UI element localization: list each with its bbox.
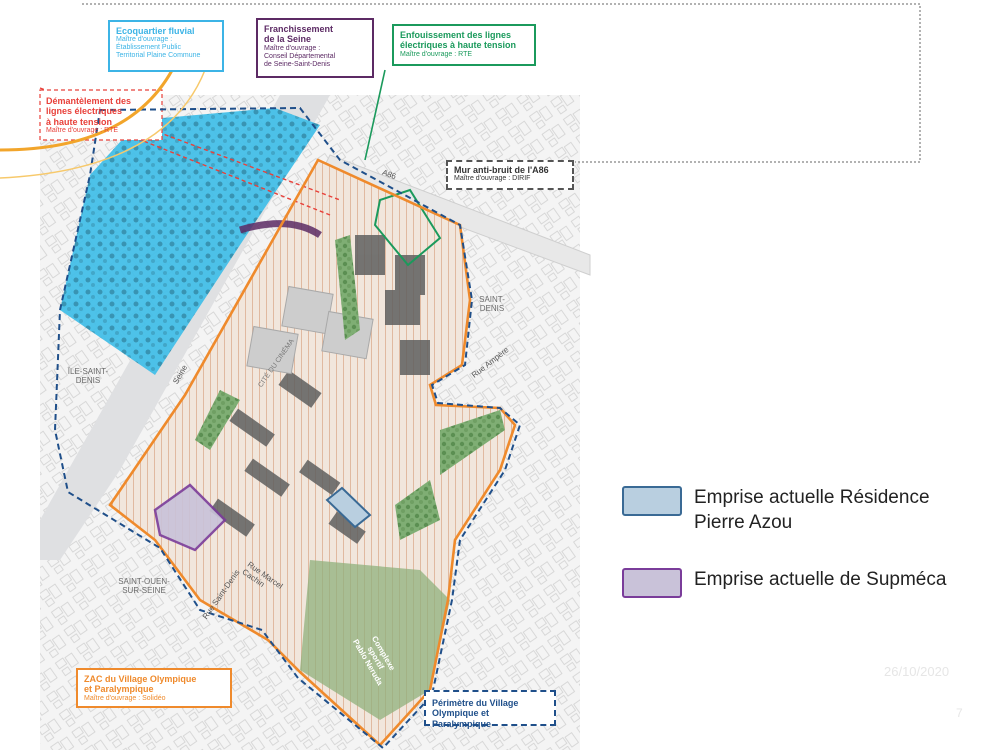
legend-label: Emprise actuelle Résidence Pierre Azou — [694, 487, 930, 533]
cinema-roof — [246, 325, 299, 375]
green-spaces — [195, 235, 505, 540]
cite-du-cinema — [246, 285, 374, 375]
callout-sub: Maître d'ouvrage : RTE — [46, 127, 119, 135]
callout-mur-anti-bruit: Mur anti-bruit de l'A86 Maître d'ouvrage… — [446, 160, 574, 190]
building — [209, 498, 255, 537]
place-saint-ouen: SAINT-OUEN- SUR-SEINE — [118, 577, 170, 595]
building — [229, 408, 275, 447]
callout-title: Enfouissement des lignes électriques à h… — [400, 30, 517, 51]
callout-sub: Maître d'ouvrage : Solidéo — [84, 694, 166, 702]
legend-label: Emprise actuelle de Supméca — [694, 569, 947, 590]
building — [328, 511, 366, 544]
callout-title: Ecoquartier fluvial — [116, 26, 195, 36]
complexe-sportif — [300, 560, 450, 720]
legend-swatch — [622, 486, 682, 516]
callout-title: Mur anti-bruit de l'A86 — [454, 165, 549, 175]
place-saint-denis: SAINT- DENIS — [479, 295, 505, 313]
callout-sub: Maître d'ouvrage : DIRIF — [454, 175, 531, 183]
callout-zac: ZAC du Village Olympique et Paralympique… — [76, 668, 232, 708]
green-strip — [195, 390, 240, 450]
callout-title: Périmètre du Village Olympique et Paraly… — [432, 698, 519, 729]
bridge — [238, 220, 322, 238]
callout-enfouissement: Enfouissement des lignes électriques à h… — [392, 24, 536, 66]
legend-item-pierre-azou: Emprise actuelle Résidence Pierre Azou — [622, 486, 930, 535]
enfouissement-line — [364, 69, 386, 161]
deco-arc — [0, 69, 206, 179]
legend-swatch — [622, 568, 682, 598]
zac-boundary — [108, 158, 517, 747]
callout-title: Démantèlement des lignes électriques à h… — [46, 96, 132, 127]
building — [278, 370, 322, 408]
cinema-roof — [281, 285, 334, 335]
slide-page-number: 7 — [956, 706, 963, 720]
callout-franchissement: Franchissement de la Seine Maître d'ouvr… — [256, 18, 374, 78]
green-strip — [440, 410, 505, 475]
callout-sub: Maître d'ouvrage : Établissement Public … — [116, 36, 201, 60]
green-strip — [335, 235, 360, 340]
callout-sub: Maître d'ouvrage : Conseil Départemental… — [264, 44, 336, 68]
callout-perimetre: Périmètre du Village Olympique et Paraly… — [424, 690, 556, 729]
place-ile-saint-denis: ÎLE-SAINT- DENIS — [67, 367, 109, 385]
building — [299, 459, 341, 496]
callout-title: ZAC du Village Olympique et Paralympique — [84, 674, 197, 695]
callout-title: Franchissement de la Seine — [264, 24, 334, 45]
mur-dotted-outline — [82, 3, 921, 163]
callout-demantelement: Démantèlement des lignes électriques à h… — [42, 94, 160, 138]
building — [385, 290, 420, 325]
perimetre-boundary — [53, 106, 522, 750]
buildings — [209, 235, 430, 544]
building — [395, 255, 425, 295]
legend-item-supmeca: Emprise actuelle de Supméca — [622, 568, 946, 598]
pierre-azou-footprint — [325, 486, 372, 529]
supmeca-footprint — [153, 483, 227, 552]
callout-ecoquartier: Ecoquartier fluvial Maître d'ouvrage : É… — [108, 20, 224, 72]
ecoquartier-zone — [60, 108, 320, 375]
building — [400, 340, 430, 375]
building — [355, 235, 385, 275]
green-strip — [395, 480, 440, 540]
enfouissement-area — [373, 188, 442, 267]
slide-date: 26/10/2020 — [884, 664, 950, 679]
callout-sub: Maître d'ouvrage : RTE — [400, 50, 473, 58]
building — [244, 458, 290, 497]
